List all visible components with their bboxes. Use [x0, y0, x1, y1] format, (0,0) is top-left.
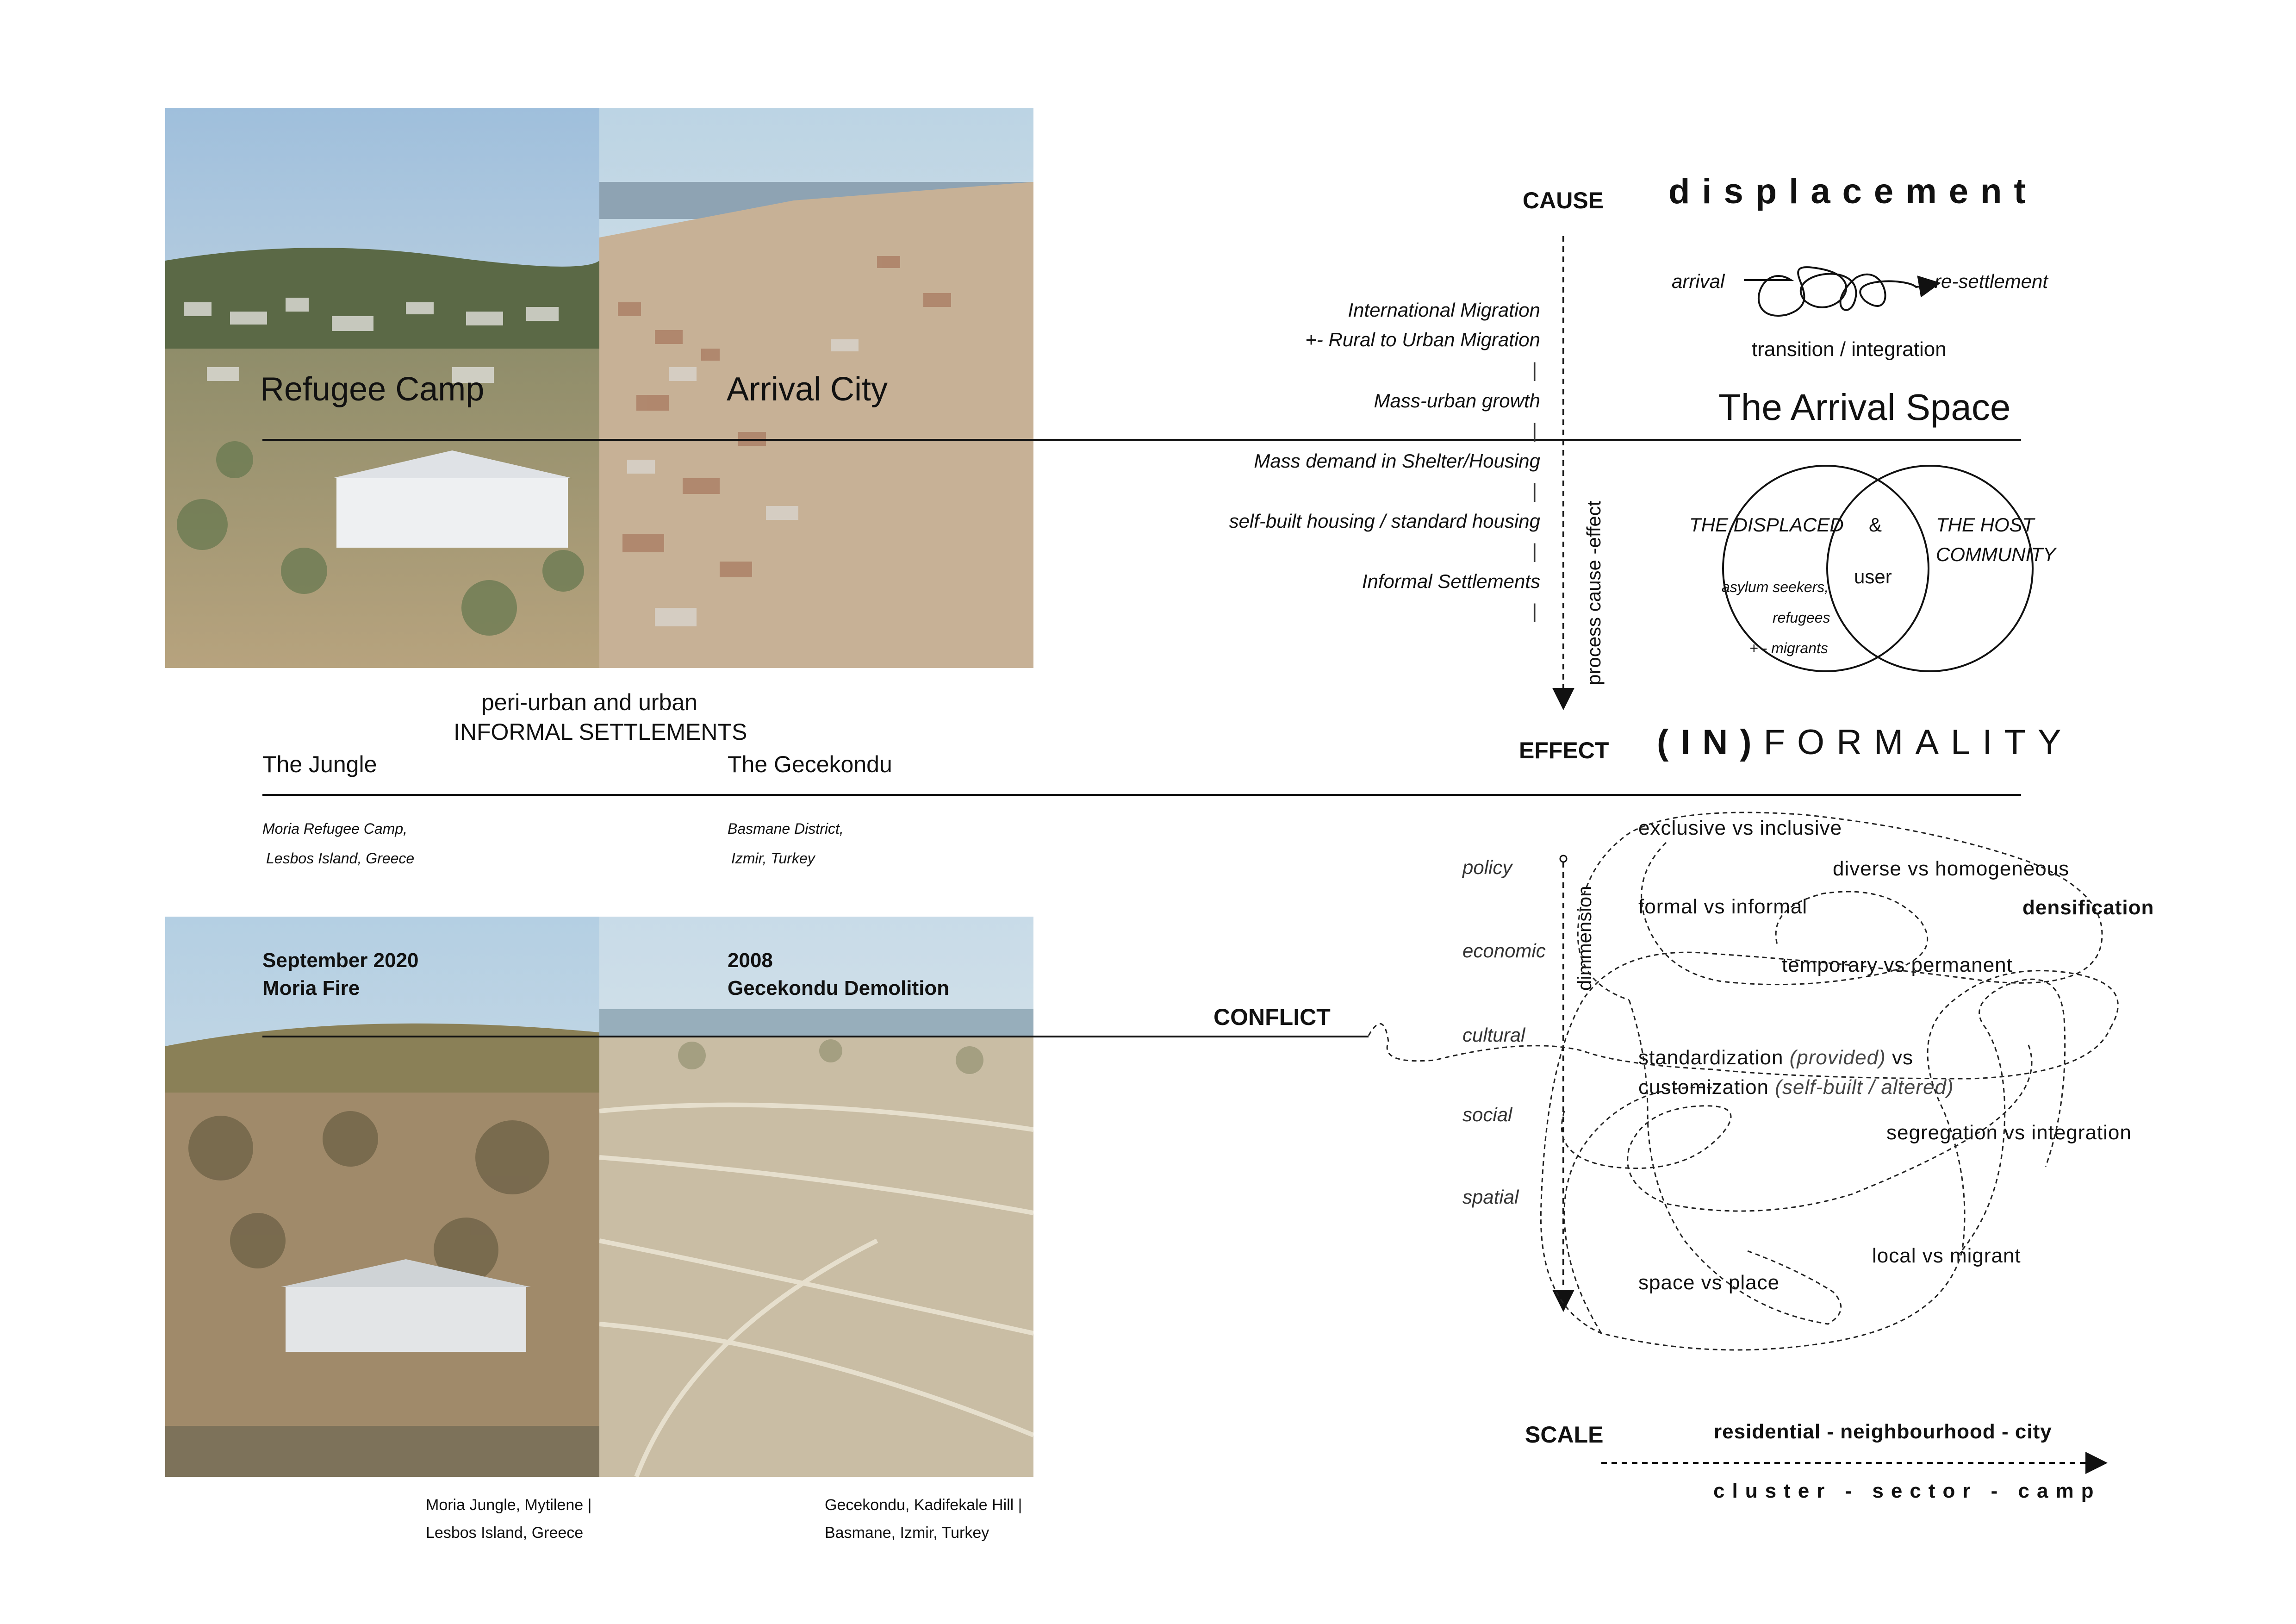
pair-customization-line: customization (self-built / altered): [1638, 1076, 1954, 1099]
scale-bottom-text: cluster - sector - camp: [1713, 1480, 2101, 1502]
displacement-title: displacement: [1668, 172, 2038, 211]
process-step-2: +- Rural to Urban Migration: [1305, 329, 1540, 350]
informality-title-rest: FORMALITY: [1763, 723, 2073, 762]
venn-host-2: COMMUNITY: [1936, 543, 2056, 565]
selfbuilt-text: (self-built / altered): [1775, 1076, 1954, 1099]
dimension-cultural: cultural: [1462, 1024, 1525, 1046]
jungle-location-2: Lesbos Island, Greece: [266, 850, 415, 867]
venn-asylum-seekers: asylum seekers,: [1722, 579, 1829, 595]
the-jungle-label: The Jungle: [262, 751, 377, 777]
jungle-location-1: Moria Refugee Camp,: [262, 820, 408, 837]
demolition-label: Gecekondu Demolition: [728, 977, 950, 999]
cause-label: CAUSE: [1523, 187, 1604, 213]
rule-mid: [262, 794, 2021, 796]
vs-text: vs: [1892, 1046, 1913, 1069]
rule-bottom: [262, 1036, 1369, 1037]
effect-label: EFFECT: [1519, 737, 1609, 763]
venn-user-label: user: [1854, 566, 1892, 587]
dimension-spatial: spatial: [1462, 1186, 1519, 1208]
process-separator-1: |: [1532, 359, 1537, 381]
process-separator-4: |: [1532, 540, 1537, 562]
informality-title-bold: (IN): [1657, 723, 1764, 762]
provided-text: (provided): [1789, 1046, 1886, 1069]
photo-refugee-camp: [165, 108, 599, 668]
caption-moria-2: Lesbos Island, Greece: [426, 1524, 584, 1542]
resettlement-label: re-settlement: [1935, 270, 2048, 292]
process-axis-label: process cause -effect: [1583, 500, 1605, 685]
caption-gecekondu-1: Gecekondu, Kadifekale Hill |: [825, 1496, 1022, 1514]
rule-top: [262, 439, 2021, 441]
conflict-label: CONFLICT: [1213, 1004, 1331, 1030]
venn-displaced-label: THE DISPLACED: [1689, 514, 1844, 536]
process-separator-2: |: [1532, 419, 1537, 442]
scale-top-text: residential - neighbourhood - city: [1714, 1420, 2052, 1443]
venn-refugees: refugees: [1773, 609, 1830, 626]
pair-formal-informal: formal vs informal: [1638, 895, 1808, 918]
pair-densification: densification: [2022, 896, 2154, 919]
photo-arrival-city: [599, 108, 1033, 668]
transition-integration-label: transition / integration: [1752, 338, 1947, 361]
photo-gecekondu-demolition: [599, 917, 1033, 1477]
process-separator-5: |: [1532, 600, 1537, 623]
settlements-heading-line1: peri-urban and urban: [481, 689, 697, 715]
dimension-social: social: [1462, 1104, 1512, 1125]
scale-label: SCALE: [1525, 1422, 1604, 1448]
arrival-city-label: Arrival City: [727, 371, 888, 408]
process-step-4: Mass demand in Shelter/Housing: [1254, 450, 1540, 472]
venn-ampersand: &: [1869, 514, 1882, 536]
caption-gecekondu-2: Basmane, Izmir, Turkey: [825, 1524, 989, 1542]
pair-space-place: space vs place: [1638, 1271, 1780, 1294]
demolition-year: 2008: [728, 949, 773, 972]
customization-text: customization: [1638, 1076, 1769, 1099]
caption-moria-1: Moria Jungle, Mytilene |: [426, 1496, 592, 1514]
venn-host-1: THE HOST: [1936, 514, 2035, 536]
settlements-heading-line2: INFORMAL SETTLEMENTS: [454, 719, 747, 745]
pair-temporary-permanent: temporary vs permanent: [1782, 954, 2013, 976]
gecekondu-location-1: Basmane District,: [728, 820, 844, 837]
dimension-economic: economic: [1462, 940, 1546, 962]
the-gecekondu-label: The Gecekondu: [728, 751, 892, 777]
pair-diverse-homogeneous: diverse vs homogeneous: [1833, 857, 2070, 880]
venn-migrants: + - migrants: [1749, 640, 1828, 656]
process-step-3: Mass-urban growth: [1374, 390, 1540, 412]
process-separator-3: |: [1532, 480, 1537, 502]
standardization-text: standardization: [1638, 1046, 1784, 1069]
process-step-1: International Migration: [1348, 299, 1540, 321]
moria-fire-label: Moria Fire: [262, 977, 360, 999]
pair-exclusive-inclusive: exclusive vs inclusive: [1638, 817, 1842, 839]
dimension-axis-label: dimmension: [1574, 886, 1595, 991]
arrival-label: arrival: [1672, 270, 1725, 292]
process-step-5: self-built housing / standard housing: [1229, 510, 1540, 532]
photo-moria-fire: [165, 917, 599, 1477]
moria-fire-date: September 2020: [262, 949, 419, 972]
pair-standardization-line: standardization (provided) vs: [1638, 1046, 1913, 1069]
gecekondu-location-2: Izmir, Turkey: [731, 850, 815, 867]
pair-segregation-integration: segregation vs integration: [1886, 1121, 2132, 1144]
refugee-camp-label: Refugee Camp: [260, 371, 485, 408]
arrival-space-title: The Arrival Space: [1718, 387, 2011, 428]
arrival-squiggle: [1744, 266, 1941, 317]
dimension-policy: policy: [1462, 856, 1512, 878]
dimension-axis-start: [1559, 855, 1568, 863]
process-step-6: Informal Settlements: [1362, 570, 1540, 592]
pair-local-migrant: local vs migrant: [1872, 1244, 2021, 1267]
informality-title: (IN)FORMALITY: [1657, 722, 2073, 762]
